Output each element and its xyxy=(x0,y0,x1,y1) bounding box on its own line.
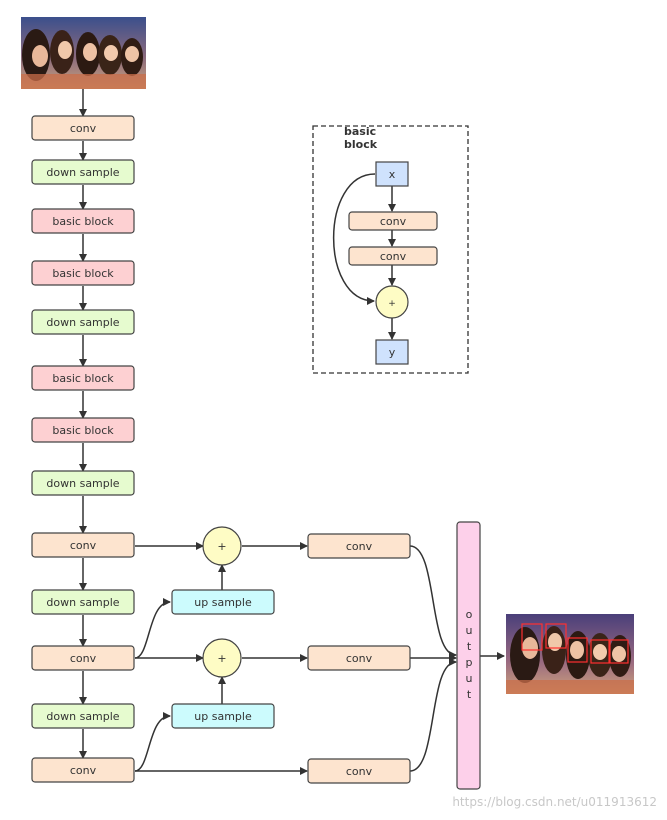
add-node: + xyxy=(202,638,242,678)
down-sample-label: down sample xyxy=(46,710,119,723)
down-sample-label: down sample xyxy=(46,477,119,490)
conv-label: conv xyxy=(70,764,97,777)
up-sample-label: up sample xyxy=(194,710,252,723)
edges xyxy=(79,89,505,775)
basic-block-node: basic block xyxy=(31,208,135,234)
down-sample-label: down sample xyxy=(46,166,119,179)
basic-block-title-line2: block xyxy=(344,138,378,151)
group-photo-with-face-boxes-icon xyxy=(506,614,634,694)
basic-block-detail: basic block x conv conv + y xyxy=(312,125,469,374)
add-label: + xyxy=(217,540,226,553)
output-y-node: y xyxy=(375,339,409,365)
conv-label: conv xyxy=(70,652,97,665)
conv-node: conv xyxy=(348,246,438,266)
up-sample-node: up sample xyxy=(171,589,275,615)
conv-label: conv xyxy=(380,215,407,228)
input-x-node: x xyxy=(375,161,409,187)
group-photo-icon xyxy=(21,17,146,89)
add-node: + xyxy=(202,526,242,566)
conv-label: conv xyxy=(346,652,373,665)
conv-node: conv xyxy=(348,211,438,231)
conv-node: conv xyxy=(31,645,135,671)
y-label: y xyxy=(389,346,396,359)
down-sample-node: down sample xyxy=(31,470,135,496)
x-label: x xyxy=(389,168,396,181)
up-sample-node: up sample xyxy=(171,703,275,729)
up-sample-label: up sample xyxy=(194,596,252,609)
conv-label: conv xyxy=(346,765,373,778)
basic-block-label: basic block xyxy=(52,267,114,280)
down-sample-label: down sample xyxy=(46,596,119,609)
conv-node: conv xyxy=(31,757,135,783)
down-sample-node: down sample xyxy=(31,159,135,185)
down-sample-node: down sample xyxy=(31,309,135,335)
down-sample-node: down sample xyxy=(31,703,135,729)
conv-label: conv xyxy=(346,540,373,553)
basic-block-node: basic block xyxy=(31,365,135,391)
basic-block-label: basic block xyxy=(52,215,114,228)
conv-label: conv xyxy=(70,539,97,552)
basic-block-node: basic block xyxy=(31,260,135,286)
watermark: https://blog.csdn.net/u011913612 xyxy=(452,795,657,809)
basic-block-title-line1: basic xyxy=(344,125,376,138)
conv-node: conv xyxy=(31,115,135,141)
add-node: + xyxy=(375,285,409,319)
conv-node: conv xyxy=(307,758,411,784)
add-label: + xyxy=(388,299,396,309)
add-label: + xyxy=(217,652,226,665)
down-sample-node: down sample xyxy=(31,589,135,615)
conv-label: conv xyxy=(380,250,407,263)
down-sample-label: down sample xyxy=(46,316,119,329)
output-label: output xyxy=(463,608,476,704)
basic-block-label: basic block xyxy=(52,372,114,385)
basic-block-label: basic block xyxy=(52,424,114,437)
conv-node: conv xyxy=(31,532,135,558)
output-node: output xyxy=(456,521,481,790)
basic-block-node: basic block xyxy=(31,417,135,443)
conv-node: conv xyxy=(307,645,411,671)
conv-node: conv xyxy=(307,533,411,559)
conv-label: conv xyxy=(70,122,97,135)
